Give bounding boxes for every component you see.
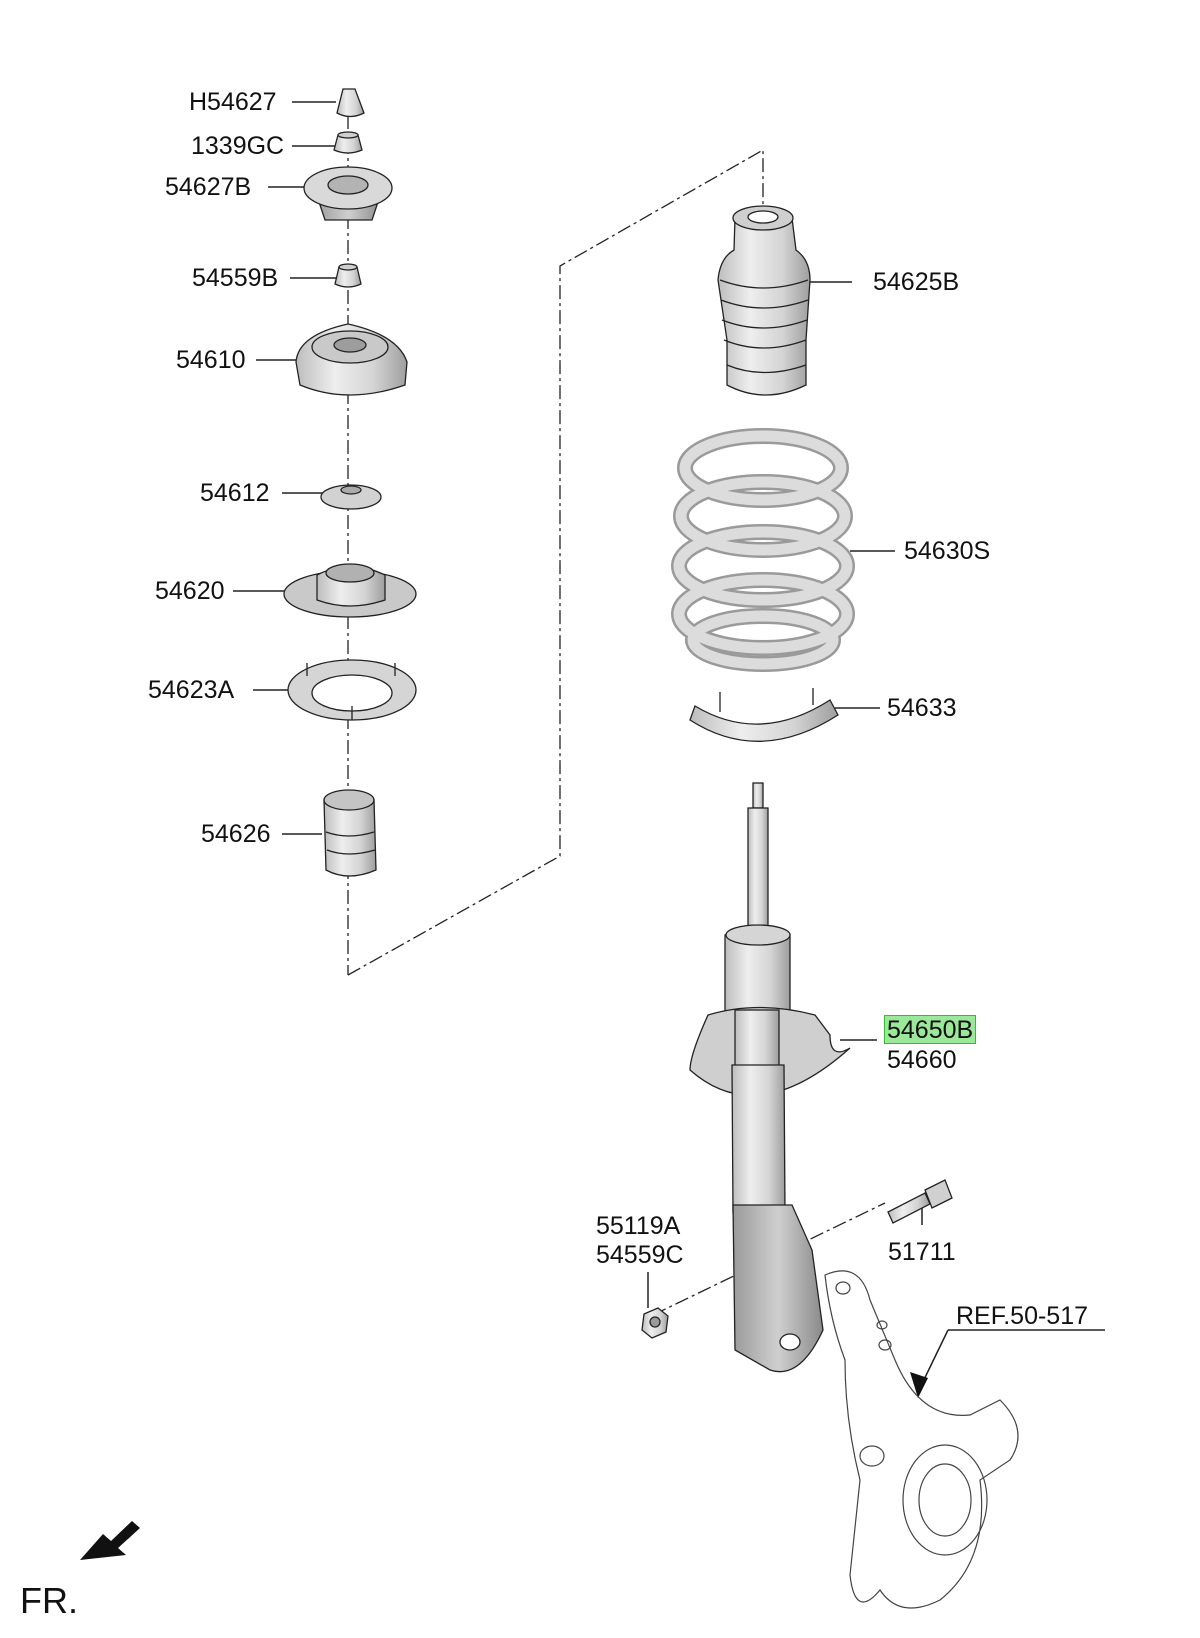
part-54627b	[303, 166, 393, 221]
front-arrow-icon	[80, 1521, 140, 1560]
ref-knuckle	[824, 1270, 1019, 1609]
front-label: FR.	[20, 1580, 78, 1621]
callout-54630s[interactable]: 54630S	[904, 537, 991, 565]
callout-54660[interactable]: 54660	[887, 1046, 957, 1074]
callout-54633[interactable]: 54633	[887, 694, 957, 722]
callout-54612[interactable]: 54612	[200, 479, 270, 507]
callout-1339gc[interactable]: 1339GC	[191, 132, 285, 160]
part-54626	[323, 789, 377, 877]
ref-arrowhead	[910, 1372, 928, 1398]
part-h54627	[336, 88, 365, 118]
callout-54625b[interactable]: 54625B	[873, 268, 960, 296]
part-54630s	[671, 428, 855, 672]
assembly-path	[347, 148, 764, 976]
callout-54559c[interactable]: 54559C	[596, 1241, 684, 1269]
part-54620	[283, 563, 417, 618]
callout-54620[interactable]: 54620	[155, 577, 225, 605]
part-54633	[689, 688, 839, 742]
callout-ref[interactable]: REF.50-517	[956, 1302, 1089, 1330]
leader-lines	[233, 101, 1105, 1393]
callout-54650b[interactable]: 54650B	[883, 1015, 977, 1044]
part-1339gc	[333, 131, 363, 154]
callout-h54627[interactable]: H54627	[189, 88, 277, 116]
callout-54626[interactable]: 54626	[201, 820, 271, 848]
callout-54623a[interactable]: 54623A	[148, 676, 235, 704]
callout-54559b[interactable]: 54559B	[192, 264, 279, 292]
part-55119a-nut	[641, 1307, 669, 1339]
part-54623a	[287, 659, 417, 721]
callout-54610[interactable]: 54610	[176, 346, 246, 374]
part-54610	[295, 323, 408, 396]
part-54650b-strut	[689, 782, 851, 1373]
callout-55119a[interactable]: 55119A	[596, 1212, 681, 1240]
part-54559b	[334, 263, 362, 288]
part-54612	[320, 484, 382, 510]
part-51711-bolt	[887, 1179, 953, 1224]
callout-51711[interactable]: 51711	[888, 1238, 956, 1266]
callout-54627b[interactable]: 54627B	[165, 173, 252, 201]
part-54625b	[717, 205, 811, 396]
